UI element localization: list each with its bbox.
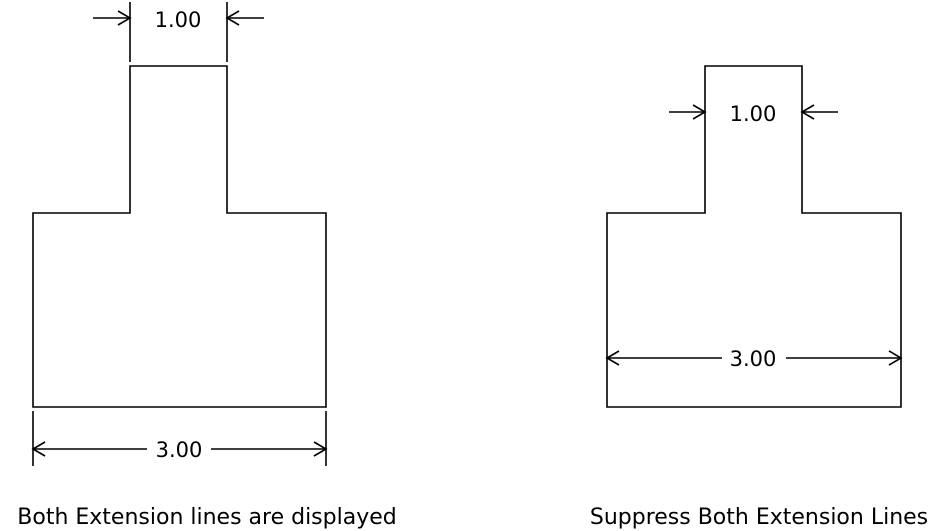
left-bottom-arrowhead-left — [31, 441, 46, 457]
right-bottom-arrowhead-right — [888, 350, 903, 366]
right-top-arrowhead-left — [692, 104, 707, 120]
left-bottom-dimension: 3.00 — [31, 411, 328, 466]
left-top-dimension: 1.00 — [93, 2, 264, 62]
right-top-arrowhead-right — [800, 104, 815, 120]
left-top-arrowhead-right — [225, 10, 240, 26]
left-top-dimension-text: 1.00 — [155, 8, 202, 32]
left-caption: Both Extension lines are displayed — [17, 505, 396, 530]
right-top-dimension: 1.00 — [669, 102, 838, 126]
left-part-outline — [32, 65, 327, 408]
right-bottom-dimension-text: 3.00 — [730, 347, 777, 371]
right-part-outline — [606, 65, 902, 408]
right-bottom-dimension: 3.00 — [605, 347, 903, 371]
left-top-arrowhead-left — [117, 10, 132, 26]
left-figure: 1.00 3.00 Both Extension lines are displ… — [17, 2, 397, 530]
left-bottom-dimension-text: 3.00 — [156, 438, 203, 462]
right-bottom-arrowhead-left — [605, 350, 620, 366]
right-top-dimension-text: 1.00 — [730, 102, 777, 126]
left-bottom-arrowhead-right — [313, 441, 328, 457]
right-figure: 1.00 3.00 Suppress Both Extension Lines — [590, 65, 928, 530]
right-caption: Suppress Both Extension Lines — [590, 505, 928, 530]
